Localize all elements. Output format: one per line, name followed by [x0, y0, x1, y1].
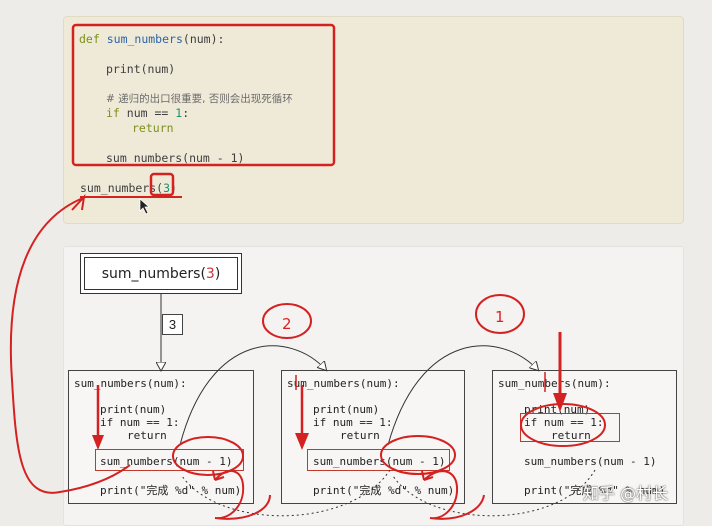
frame-header: sum_numbers(num):: [498, 377, 611, 390]
frame-print: print(num): [313, 403, 380, 416]
step-label-2: 2: [282, 315, 292, 333]
step-box-3: 3: [162, 314, 183, 335]
mouse-cursor-icon: [139, 198, 150, 215]
frame-if: if num == 1:: [313, 416, 393, 429]
frame-header: sum_numbers(num):: [74, 377, 187, 390]
red-circle-frame1-arg: [172, 436, 244, 476]
frame-print: print(num): [100, 403, 167, 416]
frame-if: if num == 1:: [524, 416, 604, 429]
watermark: 知乎 @村长: [583, 484, 669, 503]
red-return-swirl-frame2: [423, 470, 485, 520]
code-def-line: def sum_numbers(num):: [79, 32, 225, 46]
frame-return: return: [551, 429, 591, 442]
code-recursive-call: sum_numbers(num - 1): [106, 151, 245, 165]
frame-return: return: [340, 429, 380, 442]
connector-frame2-to-frame3: [387, 345, 538, 446]
code-if-line: if num == 1:: [106, 106, 190, 120]
frame-if: if num == 1:: [100, 416, 180, 429]
red-down-arrow-frame3: [553, 332, 567, 412]
red-circle-frame2-arg: [380, 435, 456, 475]
connector-frame1-to-frame2: [179, 345, 326, 446]
frame-final-print: print("完成 %d" % num): [524, 484, 666, 497]
code-return-line: return: [132, 121, 174, 135]
frame-call: sum_numbers(num - 1): [100, 455, 233, 468]
step-label-1: 1: [495, 308, 505, 326]
code-comment-line: # 递归的出口很重要, 否则会出现死循环: [106, 93, 293, 105]
diagram-title: sum_numbers(3): [84, 257, 238, 290]
red-box-arg: [149, 172, 175, 197]
frame-1-call-highlight: [95, 449, 244, 471]
code-panel: [63, 16, 684, 224]
frame-2-call-highlight: [307, 449, 450, 471]
frame-return: return: [127, 429, 167, 442]
return-arc-frame2-to-frame1: [181, 469, 391, 517]
red-return-swirl-frame1: [214, 470, 271, 520]
frame-final-print: print("完成 %d" % num): [313, 484, 455, 497]
diagram-title-box: sum_numbers(3): [80, 253, 242, 294]
red-down-arrow-frame1: [92, 385, 104, 450]
red-circle-2: [262, 303, 312, 339]
red-box-function: [71, 23, 336, 167]
code-print-line: print(num): [106, 62, 176, 76]
red-circle-1: [475, 294, 525, 334]
frame-final-print: print("完成 %d" % num): [100, 484, 242, 497]
red-loop-arrow: [9, 193, 131, 494]
red-down-arrow-frame2: [295, 385, 309, 450]
frame-call: sum_numbers(num - 1): [524, 455, 657, 468]
red-circle-frame3-if: [520, 403, 606, 447]
frame-header: sum_numbers(num):: [287, 377, 400, 390]
return-arc-frame3-to-frame2: [392, 469, 596, 517]
